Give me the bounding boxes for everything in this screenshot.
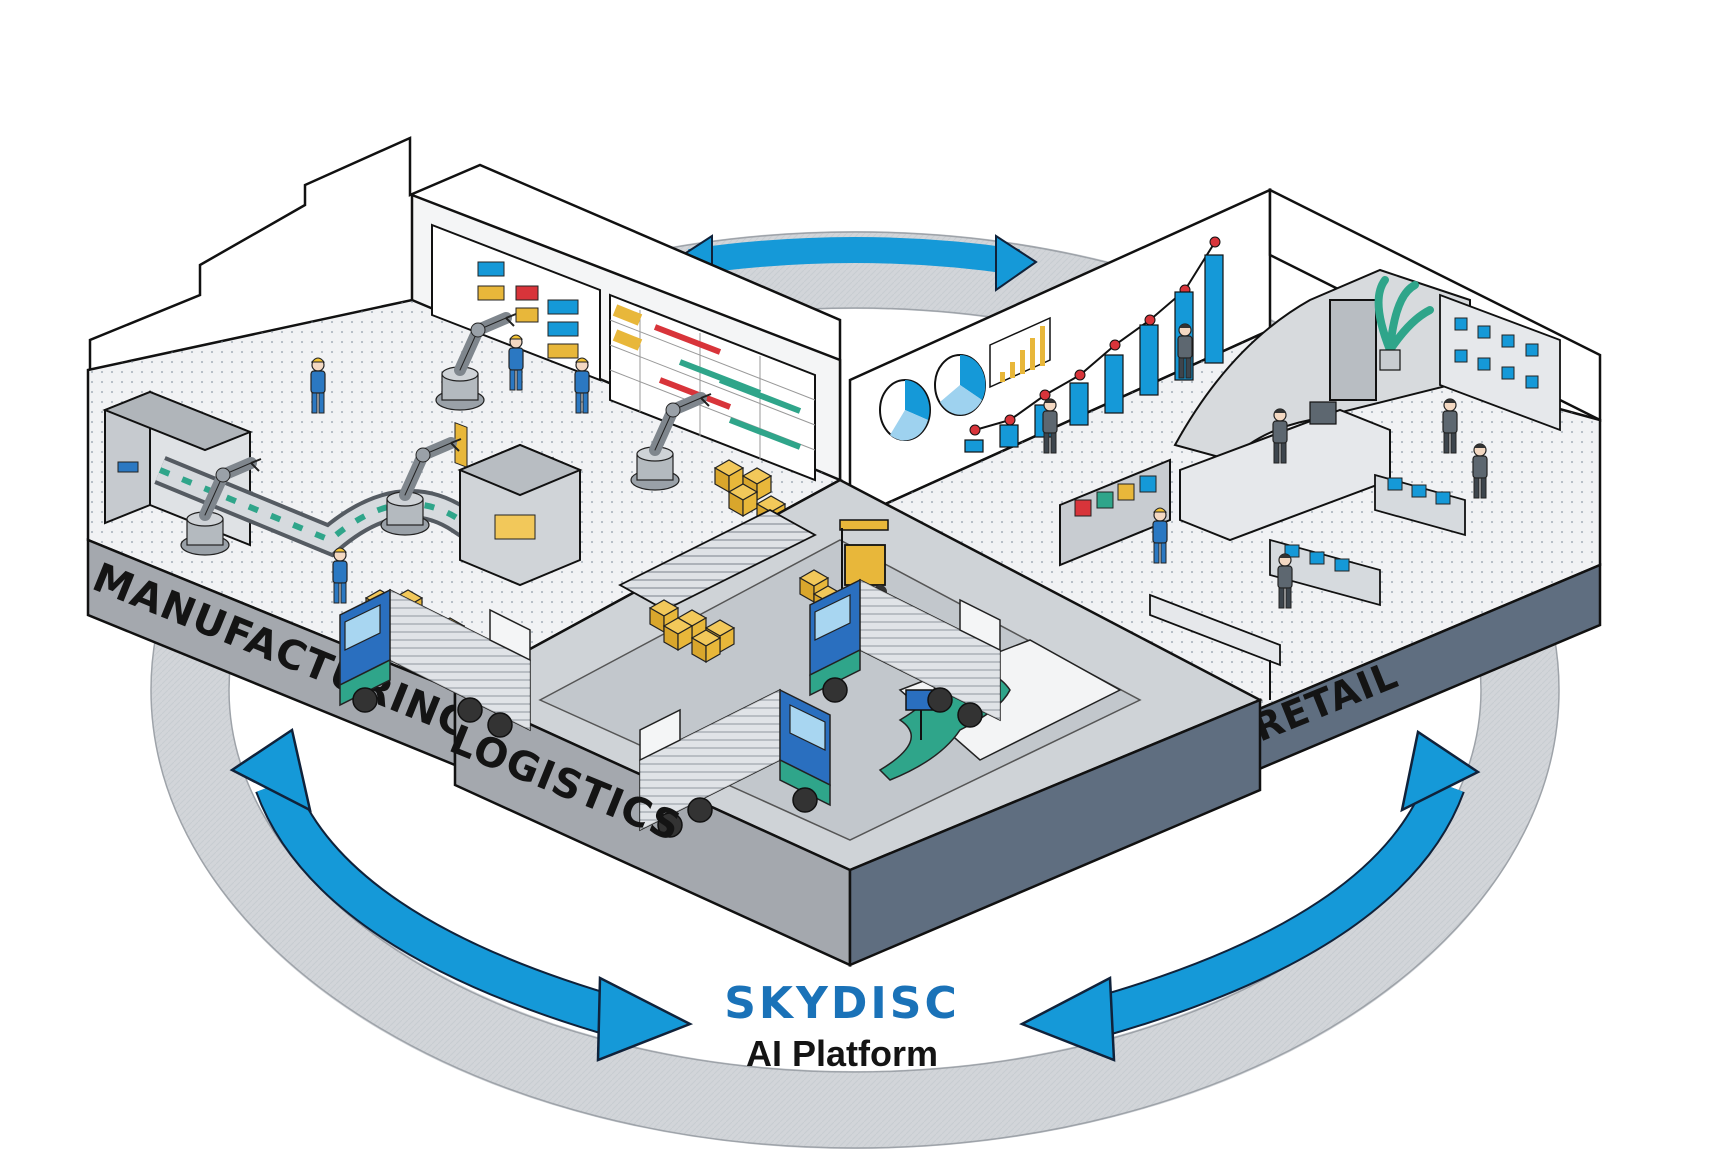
logistics-block: LOGISTICS: [339, 478, 1263, 967]
right-arrow-icon: [1018, 729, 1481, 1062]
left-arrow-icon: [229, 727, 694, 1062]
brand-tagline: AI Platform: [746, 1033, 938, 1074]
skydisc-logo: SKYDISC AI Platform: [724, 978, 960, 1074]
brand-name: SKYDISC: [724, 978, 960, 1029]
platform-ring: [150, 231, 1560, 1149]
